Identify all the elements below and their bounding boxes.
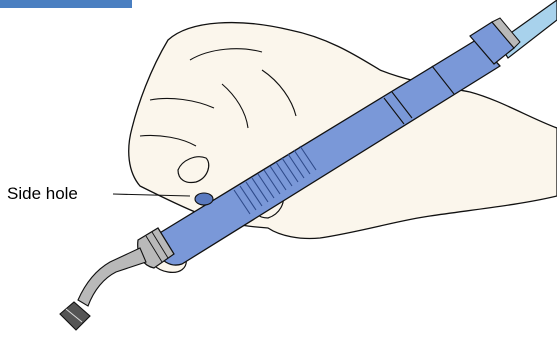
tip	[60, 248, 146, 330]
callout-label: Side hole	[7, 184, 78, 204]
side-hole	[195, 193, 213, 205]
